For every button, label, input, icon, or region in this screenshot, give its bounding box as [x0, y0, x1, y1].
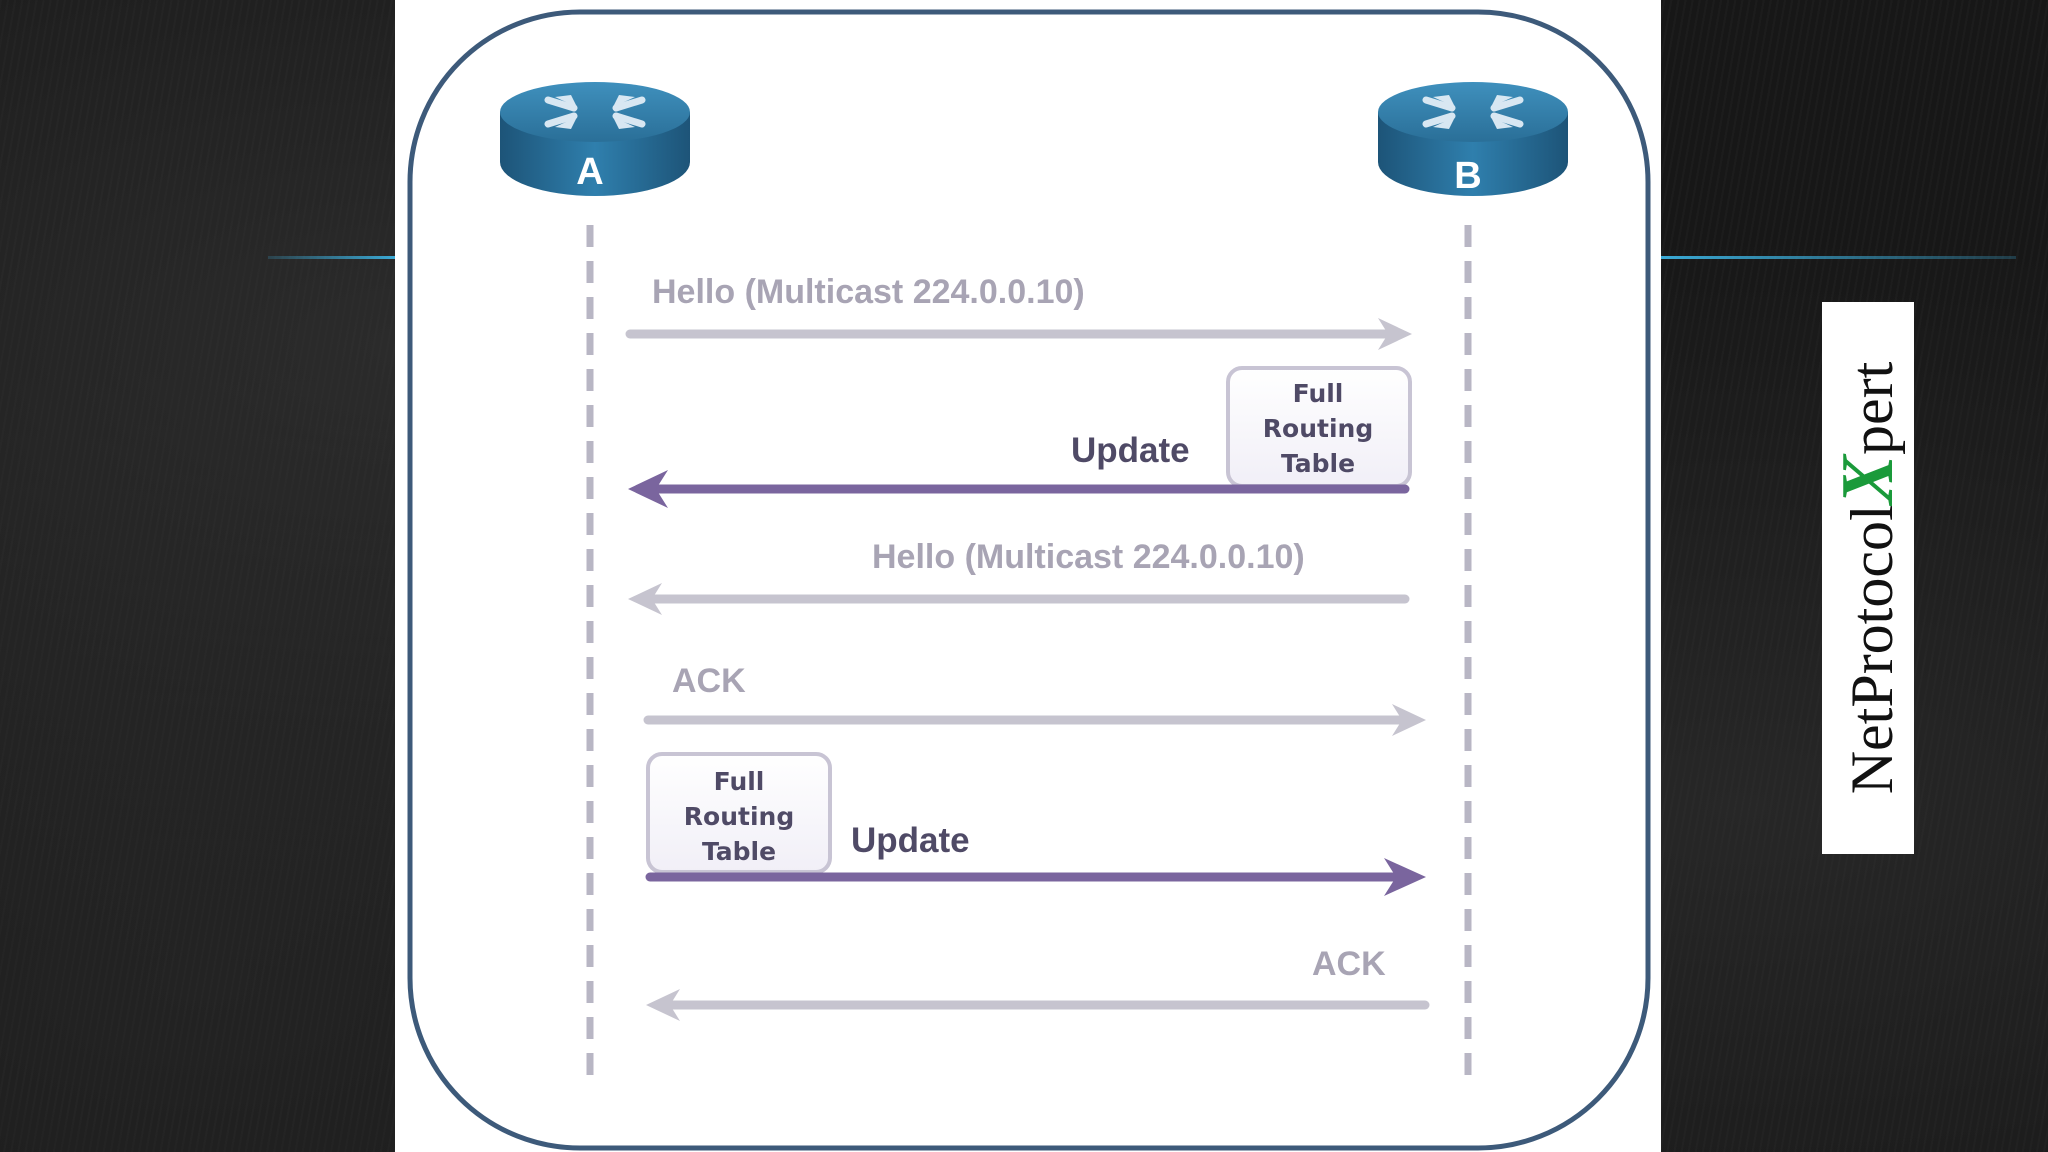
diagram-frame [407, 9, 1651, 1151]
ack-arrowhead-1 [1392, 704, 1426, 736]
hello-arrowhead-1 [1378, 318, 1412, 350]
box-1-line-1: Full [1293, 379, 1344, 408]
hello-label-1: Hello (Multicast 224.0.0.10) [652, 273, 1085, 311]
update-label-1: Update [1071, 431, 1190, 470]
box-2-line-2: Routing [684, 802, 794, 831]
logo-wordmark: NetProtocolXpert [1827, 361, 1909, 795]
update-label-2: Update [851, 821, 970, 860]
ack-label-1: ACK [672, 662, 746, 700]
accent-line-right [1660, 256, 2016, 259]
box-2-line-3: Table [702, 837, 776, 866]
hello-label-2: Hello (Multicast 224.0.0.10) [872, 538, 1305, 576]
update-arrowhead-2 [1384, 858, 1426, 896]
logo-suffix: pert [1839, 361, 1905, 455]
full-routing-table-box-2 [646, 752, 832, 874]
box-2-line-1: Full [714, 767, 765, 796]
router-b-icon [1378, 82, 1568, 196]
logo-prefix: NetProtocol [1839, 504, 1905, 795]
box-1-line-3: Table [1281, 449, 1355, 478]
netprotocolxpert-logo: NetProtocolXpert [1822, 302, 1914, 854]
update-arrowhead-1 [628, 470, 668, 508]
accent-line-left [268, 256, 396, 259]
ack-label-2: ACK [1312, 945, 1386, 983]
router-a-icon [500, 82, 690, 196]
ack-arrowhead-2 [646, 989, 680, 1021]
router-a-label: A [576, 151, 603, 193]
hello-arrowhead-2 [628, 583, 662, 615]
router-b-label: B [1454, 155, 1481, 197]
logo-x-letter: X [1827, 454, 1909, 505]
box-1-line-2: Routing [1263, 414, 1373, 443]
